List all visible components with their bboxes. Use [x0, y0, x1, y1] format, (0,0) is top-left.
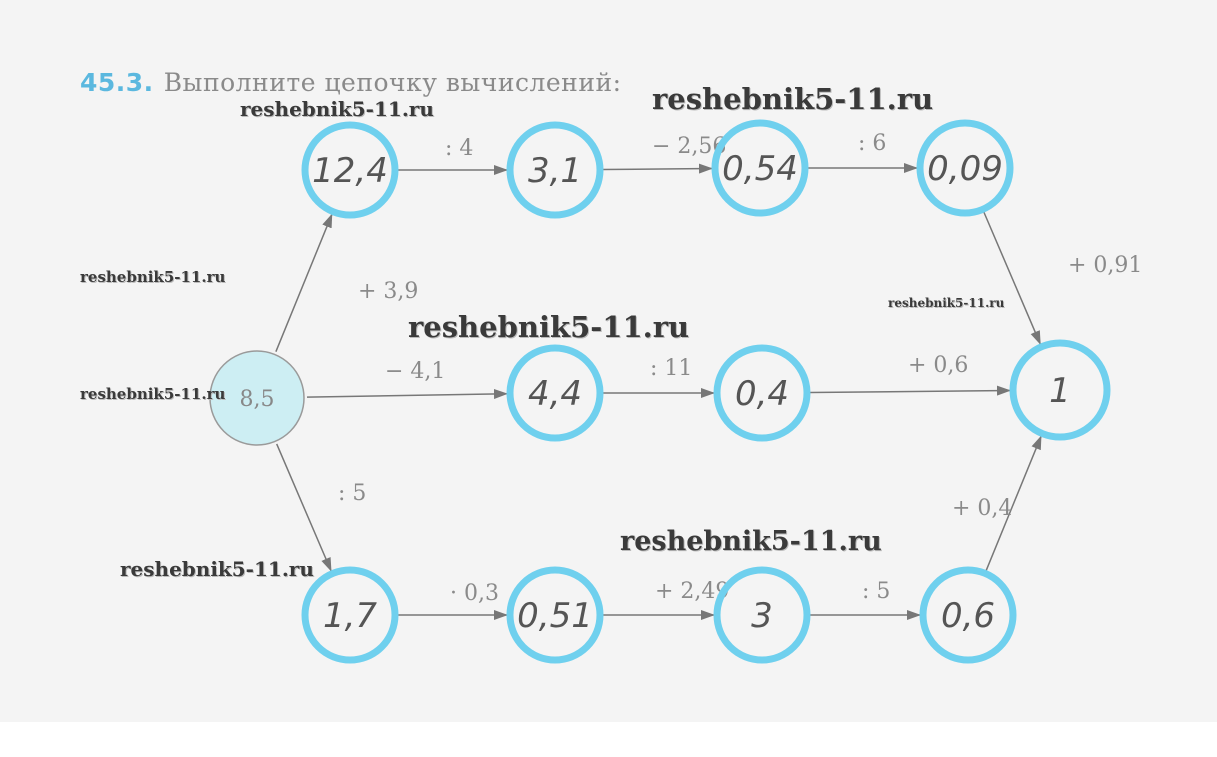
operation-label: + 3,9	[358, 279, 418, 304]
operation-label: : 4	[445, 136, 473, 161]
exercise-text: Выполните цепочку вычислений:	[163, 68, 622, 97]
node-value: 3	[751, 596, 773, 636]
node-b2-ring	[506, 566, 604, 664]
node-b3-ring	[713, 566, 811, 664]
watermark: reshebnik5-11.ru	[80, 268, 226, 286]
operation-label: : 5	[862, 579, 890, 604]
node-value: 4,4	[528, 374, 582, 414]
node-m2-ring	[713, 344, 811, 442]
node-end-ring	[1009, 339, 1111, 441]
node-t3-ring	[711, 119, 809, 217]
watermark: reshebnik5-11.ru	[652, 82, 934, 116]
node-b4-ring	[919, 566, 1017, 664]
operation-label: − 4,1	[385, 359, 445, 384]
arrow-m2-to-end	[809, 385, 1012, 396]
operation-label: + 0,4	[952, 496, 1012, 521]
node-t4-ring	[916, 119, 1014, 217]
operation-label: : 6	[858, 131, 886, 156]
node-value: 3,1	[528, 151, 582, 191]
arrow-start-to-t1	[275, 213, 333, 352]
node-value: 0,6	[941, 596, 995, 636]
node-value: 0,54	[722, 149, 798, 189]
watermark: reshebnik5-11.ru	[80, 385, 226, 403]
node-b1-ring	[301, 566, 399, 664]
start-value: 8,5	[240, 387, 275, 412]
node-value: 1	[1049, 371, 1071, 411]
watermark: reshebnik5-11.ru	[240, 97, 434, 121]
node-t2-ring	[506, 121, 604, 219]
operation-label: : 11	[650, 356, 692, 381]
watermark: reshebnik5-11.ru	[888, 296, 1005, 310]
operation-label: + 0,91	[1068, 253, 1142, 278]
arrow-start-to-m1	[306, 389, 509, 400]
node-value: 0,51	[517, 596, 593, 636]
node-value: 12,4	[312, 151, 388, 191]
operation-label: : 5	[338, 481, 366, 506]
node-value: 0,09	[927, 149, 1003, 189]
arrow-t2-to-t3	[602, 163, 714, 174]
watermark: reshebnik5-11.ru	[120, 557, 314, 581]
arrow-t4-to-end	[983, 211, 1042, 345]
node-value: 0,4	[735, 374, 789, 414]
watermark: reshebnik5-11.ru	[408, 310, 690, 344]
node-m1-ring	[506, 344, 604, 442]
start-node	[209, 350, 305, 446]
exercise-title: 45.3. Выполните цепочку вычислений:	[80, 68, 622, 97]
exercise-number: 45.3.	[80, 68, 154, 97]
node-t1-ring	[301, 121, 399, 219]
arrow-b4-to-end	[985, 435, 1042, 571]
arrow-start-to-b1	[276, 443, 332, 572]
operation-label: · 0,3	[450, 581, 499, 606]
operation-label: + 0,6	[908, 353, 968, 378]
watermark: reshebnik5-11.ru	[620, 526, 882, 557]
node-value: 1,7	[323, 596, 377, 636]
